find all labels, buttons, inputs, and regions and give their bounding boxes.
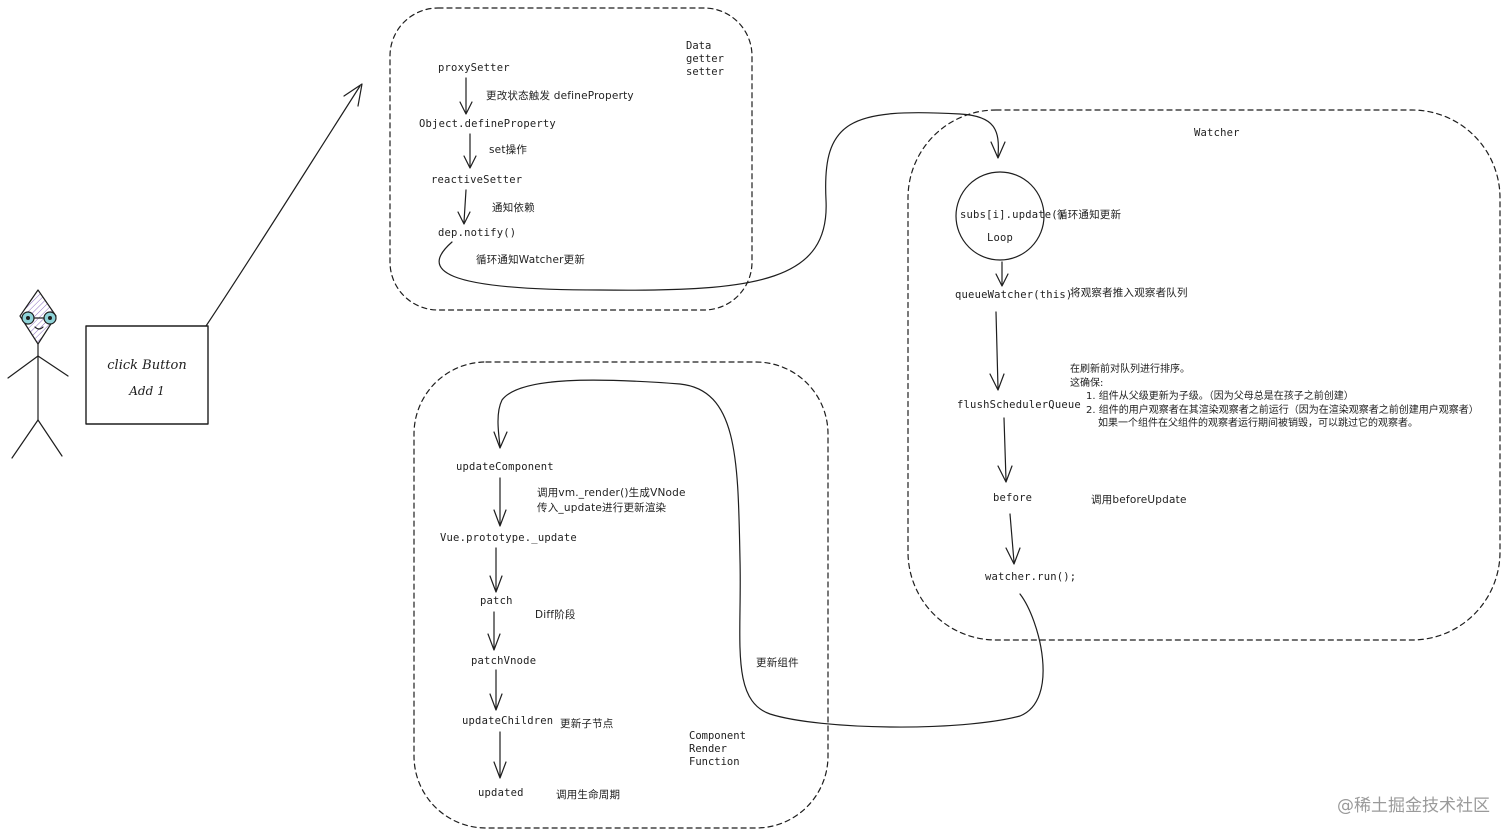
component-title-line: Render	[689, 743, 727, 755]
node-vue-prototype-update: Vue.prototype._update	[440, 532, 577, 544]
label-push-queue: 将观察者推入观察者队列	[1070, 287, 1188, 299]
sort-note-item: 1. 组件从父级更新为子级。（因为父母总是在孩子之前创建）	[1086, 391, 1354, 402]
sort-note-item: 2. 组件的用户观察者在其渲染观察者之前运行（因为在渲染观察者之前创建用户观察者…	[1086, 404, 1479, 416]
component-title-line: Function	[689, 756, 740, 768]
label-update-component-edge: 更新组件	[756, 657, 799, 669]
node-update-component: updateComponent	[456, 461, 554, 473]
arrow-button-to-data	[205, 85, 361, 327]
label-loop-notify-watcher: 循环通知Watcher更新	[476, 254, 586, 266]
label-notify-dep: 通知依赖	[492, 202, 535, 214]
watcher-group-boundary	[907, 109, 1501, 641]
label-loop-notify-update: 循环通知更新	[1057, 209, 1122, 221]
node-object-define-property: Object.defineProperty	[419, 118, 556, 130]
watcher-flow-arrows	[989, 261, 1021, 565]
node-update-children: updateChildren	[462, 715, 554, 727]
label-change-state: 更改状态触发 defineProperty	[486, 90, 634, 102]
sort-note-item: 如果一个组件在父组件的观察者运行期间被销毁，可以跳过它的观察者。	[1098, 418, 1418, 429]
loop-circle	[955, 171, 1045, 261]
data-group-boundary	[389, 7, 753, 311]
sort-note-line: 在刷新前对队列进行排序。	[1070, 364, 1190, 375]
label-update-children-nodes: 更新子节点	[560, 718, 614, 730]
node-proxy-setter: proxySetter	[438, 62, 510, 74]
click-button-box	[85, 325, 209, 425]
component-flow-arrows	[487, 477, 507, 779]
node-patch: patch	[480, 595, 513, 607]
component-group-title: Component Render Function	[689, 730, 746, 769]
edge-dep-notify-to-subs	[438, 112, 999, 291]
sort-note-line: 这确保:	[1070, 377, 1104, 389]
data-flow-arrows	[457, 77, 477, 225]
label-diff-phase: Diff阶段	[535, 609, 576, 621]
label-pass-update: 传入_update进行更新渲染	[537, 502, 667, 514]
watermark: @稀土掘金技术社区	[1337, 796, 1490, 816]
label-call-lifecycle: 调用生命周期	[556, 789, 621, 801]
node-dep-notify: dep.notify()	[438, 227, 517, 239]
label-call-render: 调用vm._render()生成VNode	[537, 487, 686, 499]
watcher-group-title: Watcher	[1194, 127, 1240, 139]
data-title-line: Data	[686, 40, 712, 52]
data-group-title: Data getter setter	[686, 40, 724, 79]
node-watcher-run: watcher.run();	[985, 571, 1077, 583]
click-button-label: click Button	[107, 358, 187, 373]
node-updated: updated	[478, 787, 524, 799]
actor-figure	[7, 289, 69, 459]
edge-watcher-run-to-update-component	[497, 379, 1044, 728]
node-queue-watcher: queueWatcher(this)	[955, 289, 1073, 301]
data-title-line: setter	[686, 66, 724, 78]
node-reactive-setter: reactiveSetter	[431, 174, 523, 186]
component-group-boundary	[413, 361, 829, 829]
node-subs-update: subs[i].update()	[960, 209, 1065, 221]
label-call-before-update: 调用beforeUpdate	[1091, 494, 1187, 506]
label-set-op: set操作	[489, 144, 528, 156]
add-one-label: Add 1	[129, 384, 165, 398]
node-flush-scheduler-queue: flushSchedulerQueue	[957, 399, 1081, 411]
sort-note: 在刷新前对队列进行排序。 这确保: 1. 组件从父级更新为子级。（因为父母总是在…	[1070, 363, 1479, 431]
node-loop: Loop	[986, 232, 1014, 244]
data-title-line: getter	[686, 53, 724, 65]
node-patch-vnode: patchVnode	[471, 655, 537, 667]
node-before: before	[993, 492, 1033, 504]
component-title-line: Component	[689, 730, 746, 742]
